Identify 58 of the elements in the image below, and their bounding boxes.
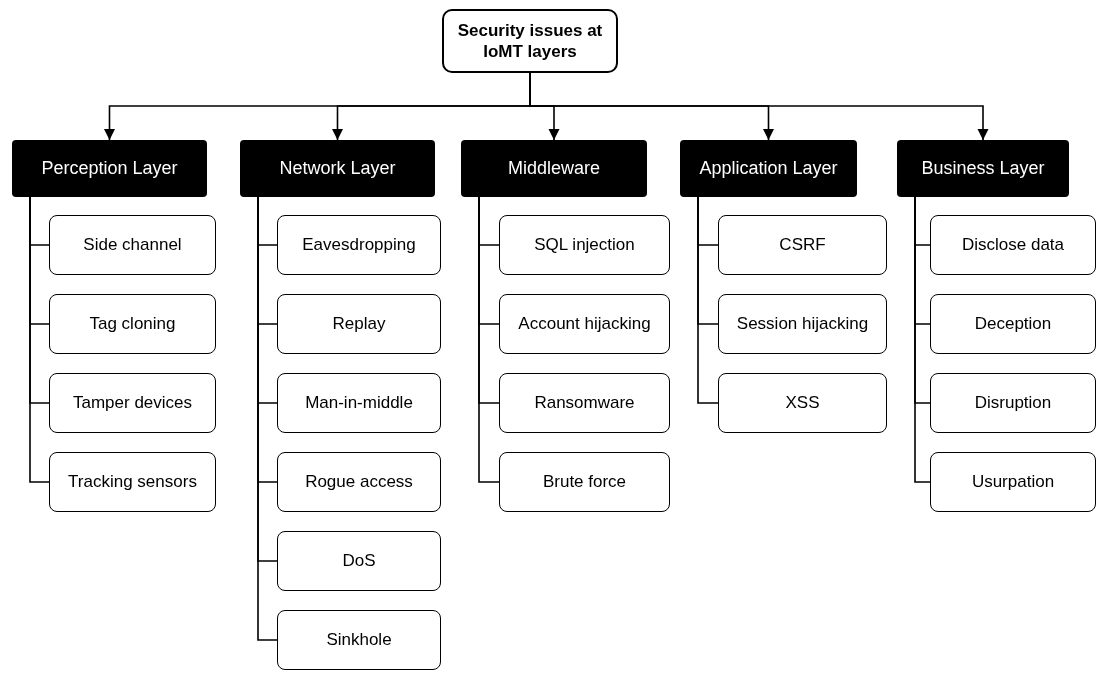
layer-box	[240, 140, 435, 197]
issue-box	[930, 452, 1096, 512]
box-text: Replay	[332, 313, 386, 335]
layer-box	[461, 140, 647, 197]
box-text: Disclose data	[961, 234, 1065, 256]
box-text: DoS	[342, 550, 376, 572]
root-box	[442, 9, 618, 73]
issue-box	[277, 452, 441, 512]
issue-box	[277, 531, 441, 591]
layer-box	[12, 140, 207, 197]
box-text: Rogue access	[305, 471, 413, 493]
issue-box	[930, 215, 1096, 275]
issue-box	[49, 294, 216, 354]
issue-box	[499, 373, 670, 433]
issue-box	[277, 294, 441, 354]
issue-box	[277, 215, 441, 275]
box-text: Disruption	[974, 392, 1052, 414]
connector-line	[29, 196, 50, 483]
issue-box	[49, 373, 216, 433]
connector-line	[478, 196, 500, 483]
issue-box	[499, 294, 670, 354]
layer-box	[680, 140, 857, 197]
box-text: Deception	[974, 313, 1052, 335]
box-text: Security issues at IoMT layers	[456, 19, 604, 63]
issue-box	[277, 610, 441, 670]
box-text: Application Layer	[699, 158, 838, 179]
box-text: Tamper devices	[72, 392, 193, 414]
issue-box	[277, 373, 441, 433]
box-text: Tag cloning	[89, 313, 176, 335]
box-text: SQL injection	[534, 234, 635, 256]
issue-box	[49, 452, 216, 512]
issue-box	[930, 373, 1096, 433]
box-text: Business Layer	[921, 158, 1045, 179]
issue-box	[49, 215, 216, 275]
box-text: XSS	[785, 392, 820, 414]
connector-line	[914, 196, 931, 483]
issue-box	[718, 215, 887, 275]
connector-line	[697, 196, 719, 404]
layer-box	[897, 140, 1069, 197]
box-text: Ransomware	[534, 392, 635, 414]
issue-box	[930, 294, 1096, 354]
box-text: Perception Layer	[41, 158, 178, 179]
box-text: Man-in-middle	[305, 392, 413, 414]
box-text: Side channel	[83, 234, 182, 256]
box-text: CSRF	[779, 234, 826, 256]
box-text: Network Layer	[279, 158, 396, 179]
box-text: Usurpation	[971, 471, 1055, 493]
box-text: Session hijacking	[736, 313, 869, 335]
box-text: Sinkhole	[326, 629, 392, 651]
box-text: Tracking sensors	[68, 471, 197, 493]
box-text: Middleware	[507, 158, 600, 179]
issue-box	[499, 452, 670, 512]
box-text: Account hijacking	[518, 313, 651, 335]
box-text: Eavesdropping	[302, 234, 416, 256]
issue-box	[718, 294, 887, 354]
issue-box	[718, 373, 887, 433]
box-text: Brute force	[542, 471, 627, 493]
issue-box	[499, 215, 670, 275]
